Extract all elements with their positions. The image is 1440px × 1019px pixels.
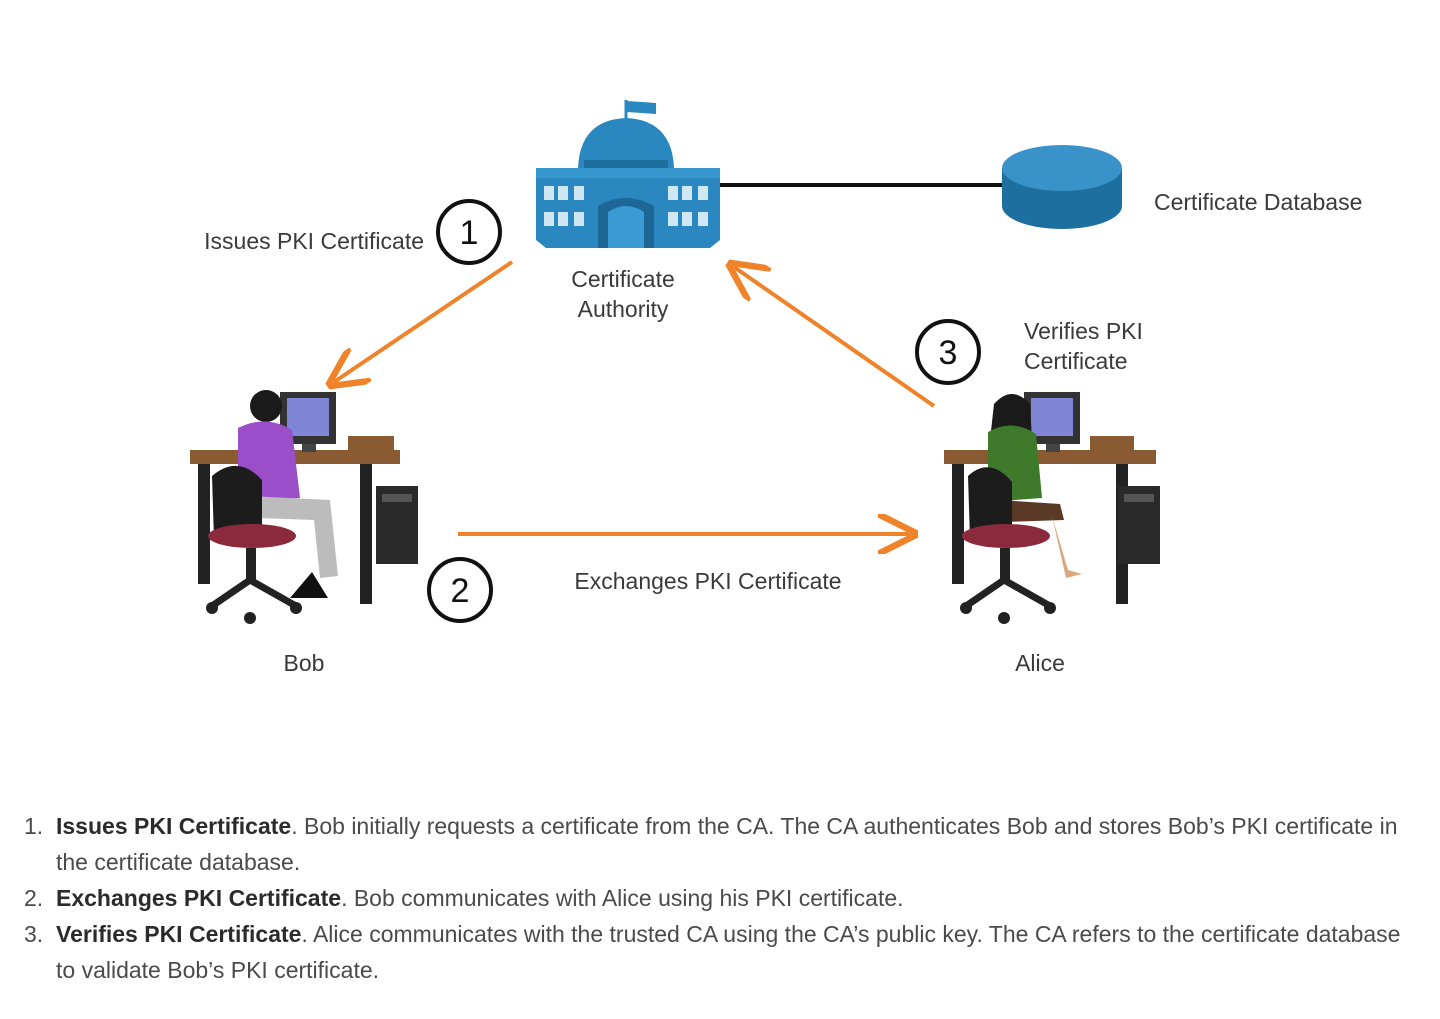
steps-legend: 1. Issues PKI Certificate. Bob initially… — [24, 808, 1424, 988]
bob-label: Bob — [284, 650, 325, 676]
step-3-badge: 3 — [915, 319, 981, 385]
legend-item-number: 2. — [24, 885, 44, 911]
step-2-badge: 2 — [427, 557, 493, 623]
legend-item-title: Exchanges PKI Certificate — [56, 885, 342, 911]
step-2-label: Exchanges PKI Certificate — [574, 568, 841, 594]
legend-item-text: Issues PKI Certificate. Bob initially re… — [56, 808, 1424, 880]
database-icon — [1002, 145, 1122, 229]
step-3-label-line2: Certificate — [1024, 348, 1128, 374]
database-label: Certificate Database — [1154, 189, 1362, 215]
alice-workstation-icon — [944, 392, 1160, 624]
alice-label: Alice — [1015, 650, 1065, 676]
legend-item: 2. Exchanges PKI Certificate. Bob commun… — [24, 880, 1424, 916]
arrow-alice-to-ca — [734, 267, 936, 408]
legend-item-description: . Bob initially requests a certificate f… — [56, 813, 1398, 875]
legend-item-number: 3. — [24, 921, 44, 947]
step-3-label-line1: Verifies PKI — [1024, 318, 1143, 344]
legend-item-description: . Alice communicates with the trusted CA… — [56, 921, 1401, 983]
legend-item-title: Issues PKI Certificate — [56, 813, 292, 839]
pki-diagram: 1 2 3 Issues PKI Certificate Exchanges P… — [190, 100, 1362, 676]
legend-item: 1. Issues PKI Certificate. Bob initially… — [24, 808, 1424, 880]
building-icon — [536, 100, 720, 248]
legend-item-text: Verifies PKI Certificate. Alice communic… — [56, 916, 1424, 988]
legend-item-description: . Bob communicates with Alice using his … — [341, 885, 904, 911]
arrow-ca-to-bob — [334, 260, 514, 382]
step-1-badge: 1 — [436, 199, 502, 265]
step-1-label: Issues PKI Certificate — [204, 228, 424, 254]
bob-workstation-icon — [190, 390, 418, 624]
step-3-number: 3 — [939, 334, 958, 372]
legend-item-number: 1. — [24, 813, 44, 839]
step-1-number: 1 — [460, 214, 479, 252]
legend-item-title: Verifies PKI Certificate — [56, 921, 302, 947]
legend-item-text: Exchanges PKI Certificate. Bob communica… — [56, 880, 1424, 916]
legend-item: 3. Verifies PKI Certificate. Alice commu… — [24, 916, 1424, 988]
ca-label-line2: Authority — [578, 296, 669, 322]
step-2-number: 2 — [451, 572, 470, 610]
ca-label-line1: Certificate — [571, 266, 675, 292]
